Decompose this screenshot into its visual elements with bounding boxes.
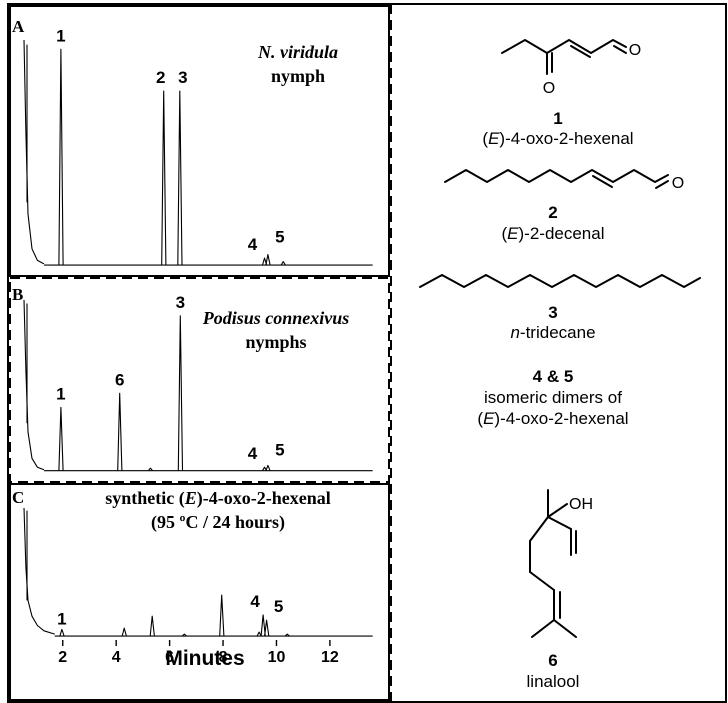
structure-compound-1 <box>501 39 627 75</box>
panel-c-frame <box>9 483 390 701</box>
panel-b-frame <box>9 277 390 483</box>
compound-1-number: 1 <box>553 109 562 128</box>
x-tick-label-10: 10 <box>268 649 286 666</box>
panel-a-peak-label-1: 1 <box>56 26 65 45</box>
compound-6-name: linalool <box>527 672 580 691</box>
panel-c-peak-6 <box>256 631 262 637</box>
compound-4-5-line2: (E)-4-oxo-2-hexenal <box>477 409 628 428</box>
panel-b-peak-1 <box>58 406 64 471</box>
panel-b-peak-label-1: 1 <box>56 384 65 403</box>
compound-2-number: 2 <box>548 203 557 222</box>
panel-c-peak-7 <box>284 633 290 637</box>
panel-b-peak-label-5: 5 <box>275 440 284 459</box>
panel-a-peak-label-2: 2 <box>156 68 165 87</box>
x-axis-label: Minutes <box>165 647 244 670</box>
compound-1-name: (E)-4-oxo-2-hexenal <box>482 129 633 148</box>
x-tick-label-2: 2 <box>58 649 67 666</box>
panel-c-subtitle: (95 ºC / 24 hours) <box>151 512 285 533</box>
x-tick-label-4: 4 <box>112 649 121 666</box>
x-tick-label-8: 8 <box>219 649 228 666</box>
panel-c-peak-2 <box>149 615 155 637</box>
structure-compound-2 <box>444 169 669 189</box>
panel-a-peak-5 <box>265 254 271 266</box>
panel-b-subtitle: nymphs <box>245 332 306 352</box>
compound-6-number: 6 <box>548 651 557 670</box>
panel-a-letter: A <box>12 17 25 36</box>
panel-c-solvent-front <box>23 507 55 635</box>
panel-c-peak-label-4: 4 <box>250 592 260 611</box>
compound-4-5-line1: isomeric dimers of <box>484 388 622 407</box>
panel-b-peak-3 <box>177 315 184 471</box>
x-tick-label-12: 12 <box>321 649 339 666</box>
panel-c-title: synthetic (E)-4-oxo-2-hexenal <box>105 488 331 509</box>
panel-a-peak-5 <box>280 261 286 266</box>
panel-b-peak-5 <box>147 467 154 472</box>
compound-4-5-number: 4 & 5 <box>533 367 574 386</box>
panel-b-title: Podisus connexivus <box>202 308 350 328</box>
structure-compound-6 <box>529 489 577 638</box>
panel-a-title: N. viridula <box>257 42 338 62</box>
panel-a-subtitle: nymph <box>271 66 325 86</box>
panel-c-peak-4 <box>260 614 266 637</box>
panel-b-peak-5 <box>265 464 271 471</box>
panel-a-peak-label-5: 5 <box>275 228 284 247</box>
compound-2-name: (E)-2-decenal <box>501 224 604 243</box>
x-tick-label-6: 6 <box>165 649 174 666</box>
panel-b-peak-label-3: 3 <box>176 293 185 312</box>
x-axis: 2 4 6 8 10 12 <box>58 640 339 666</box>
panel-a-solvent-front <box>23 39 45 265</box>
panel-c-peak-1 <box>59 628 65 637</box>
panel-c-peak-1 <box>121 627 127 637</box>
atom-o-ketone-1: O <box>543 80 555 97</box>
panel-c-peak-label-1: 1 <box>57 609 66 628</box>
panel-b-peak-label-4: 4 <box>248 444 258 463</box>
panel-c-peak-3 <box>219 594 225 637</box>
panel-b-solvent-front <box>23 299 45 471</box>
panel-a-peak-3 <box>177 90 183 266</box>
panel-c-peak-8 <box>181 633 187 637</box>
panel-a-peak-label-4: 4 <box>248 235 258 254</box>
panel-a-peak-1 <box>58 48 64 266</box>
panel-c-letter: C <box>12 488 24 507</box>
panel-c-peak-5 <box>264 619 270 637</box>
panel-a-peak-2 <box>161 90 167 266</box>
atom-o-aldehyde-2: O <box>672 175 684 192</box>
panel-b-letter: B <box>12 285 23 304</box>
atom-oh: OH <box>569 496 593 513</box>
panel-b-peak-label-6: 6 <box>115 370 124 389</box>
panel-b-peak-6 <box>117 392 123 471</box>
panel-a-frame <box>9 5 390 277</box>
compound-3-number: 3 <box>548 303 557 322</box>
atom-o-aldehyde-1: O <box>629 42 641 59</box>
panel-a-peak-label-3: 3 <box>178 68 187 87</box>
compound-3-name: n-tridecane <box>510 323 595 342</box>
figure-frame <box>7 3 727 703</box>
panel-c-peak-label-5: 5 <box>274 597 283 616</box>
structure-compound-3 <box>419 274 701 288</box>
